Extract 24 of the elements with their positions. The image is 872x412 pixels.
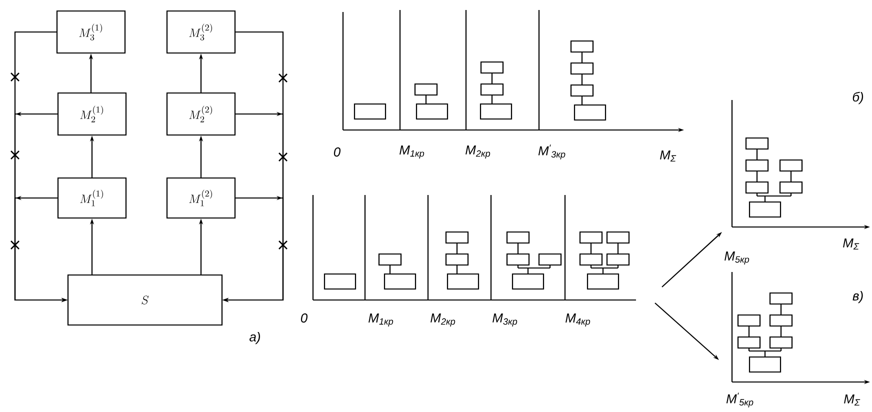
- axis-label: M$_{Σ}$: [843, 238, 860, 250]
- axis-label: M$_{4кр}$: [566, 314, 590, 326]
- axis-label: M$_{3кр}$: [492, 313, 518, 327]
- block-box: $M_1^{(1)}$: [57, 177, 127, 219]
- block-box: $M_2^{(1)}$: [57, 92, 127, 136]
- axis-label: M$_{2кр}$: [430, 313, 456, 327]
- axis-label: M$_{2кр}$: [466, 145, 490, 159]
- panel-label: в): [852, 290, 863, 304]
- axis-label: M$_{1кр}$: [368, 314, 394, 326]
- axis-label: 0: [334, 147, 340, 157]
- axis-label: M$_{Σ}$: [844, 394, 860, 406]
- block-box: $M_3^{(2)}$: [166, 10, 236, 54]
- panel-label: а): [250, 332, 260, 344]
- axis-label: M$_{5кр}$: [724, 252, 750, 264]
- axis-label: 0: [300, 313, 308, 323]
- axis-label: M$^{'}$5кр: [726, 392, 754, 408]
- block-box: $M_1^{(2)}$: [166, 177, 236, 219]
- block-box: $S$: [67, 274, 223, 326]
- axis-label: M$^{'}$3кр: [538, 144, 566, 160]
- block-box: $M_2^{(2)}$: [166, 92, 236, 136]
- axis-label: M$_{Σ}$: [660, 150, 676, 162]
- axis-label: M$_{1кр}$: [400, 146, 424, 158]
- panel-label: б): [852, 92, 864, 104]
- block-box: $M_3^{(1)}$: [56, 10, 126, 54]
